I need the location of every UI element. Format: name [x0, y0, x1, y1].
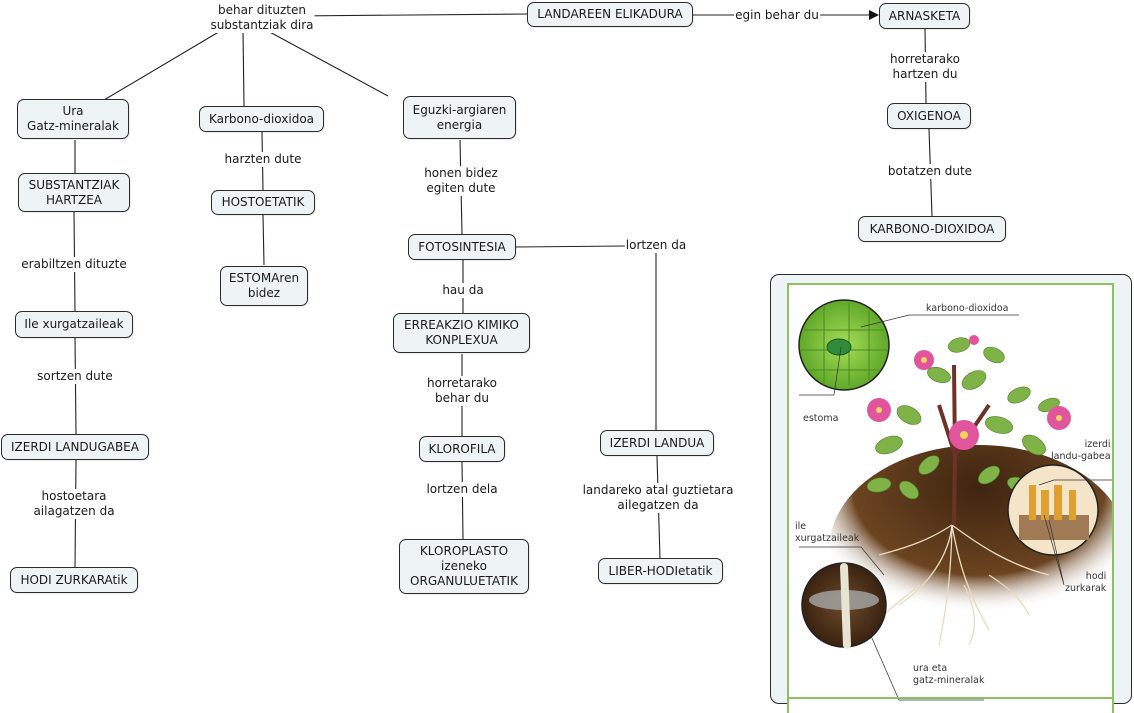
illustration-frame: karbono-dioxidoa estoma izerdi landu-gab… — [787, 283, 1114, 713]
link-line — [265, 29, 389, 97]
label-hodi-zurkarak: hodi zurkarak — [1065, 571, 1107, 594]
link-phrase-harzten-dute: harzten dute — [223, 152, 303, 167]
link-line — [242, 29, 245, 107]
link-line — [515, 245, 626, 248]
link-phrase-botatzen-dute: botatzen dute — [886, 164, 974, 179]
label-ile-xurgatzaileak: ile xurgatzaileak — [795, 521, 860, 544]
concept-fotosintesia[interactable]: FOTOSINTESIA — [408, 234, 516, 260]
link-line — [262, 214, 265, 266]
concept-substantziak-hartzea[interactable]: SUBSTANTZIAK HARTZEA — [18, 173, 130, 212]
concept-kloroplasto[interactable]: KLOROPLASTO izeneko ORGANULUETATIK — [399, 539, 529, 594]
link-line — [461, 461, 464, 540]
link-phrase-landareko: landareko atal guztietara ailegatzen da — [581, 483, 735, 513]
concept-karbono-dioxidoa[interactable]: Karbono-dioxidoa — [199, 106, 324, 132]
link-phrase-horretarako-hartzen: horretarako hartzen du — [889, 52, 961, 82]
link-phrase-honen-bidez: honen bidez egiten dute — [423, 166, 499, 196]
label-ura-eta-gatz: ura eta gatz-mineralak — [913, 663, 985, 686]
concept-ile-xurgatzaileak[interactable]: Ile xurgatzaileak — [15, 311, 133, 338]
concept-oxigenoa[interactable]: OXIGENOA — [887, 103, 971, 129]
xylem-zoom — [1007, 464, 1099, 556]
concept-karbono-dioxidoa-upper[interactable]: KARBONO-DIOXIDOA — [858, 216, 1006, 242]
link-phrase-horretarako-behar: horretarako behar du — [426, 376, 498, 406]
concept-hostoetatik[interactable]: HOSTOETATIK — [211, 190, 315, 215]
concept-klorofila[interactable]: KLOROFILA — [419, 436, 505, 462]
link-phrase-sortzen-dute: sortzen dute — [36, 369, 114, 384]
concept-liber-hodietatik[interactable]: LIBER-HODIetatik — [598, 558, 723, 584]
label-izerdi-landugabea: izerdi landu-gabea — [1051, 439, 1111, 462]
link-line — [74, 336, 77, 435]
plant-illustration-panel[interactable]: karbono-dioxidoa estoma izerdi landu-gab… — [770, 274, 1132, 713]
concept-estomaren-bidez[interactable]: ESTOMAren bidez — [220, 266, 308, 306]
link-line — [103, 29, 223, 101]
link-phrase-lortzen-da: lortzen da — [624, 238, 688, 253]
concept-landareen-elikadura[interactable]: LANDAREEN ELIKADURA — [527, 2, 693, 27]
concept-ura-gatz-mineralak[interactable]: Ura Gatz-mineralak — [17, 99, 129, 139]
link-phrase-behar-dituzten: behar dituzten substantziak dira — [209, 3, 315, 33]
concept-erreakzio-kimiko[interactable]: ERREAKZIO KIMIKO KONPLEXUA — [393, 313, 530, 353]
concept-eguzki-argiaren-energia[interactable]: Eguzki-argiaren energia — [403, 96, 516, 139]
flowers — [867, 335, 1071, 450]
concept-izerdi-landua[interactable]: IZERDI LANDUA — [600, 430, 714, 456]
label-karbono-dioxidoa: karbono-dioxidoa — [926, 303, 1009, 314]
link-phrase-hau-da: hau da — [441, 283, 485, 298]
link-phrase-erabiltzen: erabiltzen dituzte — [20, 257, 128, 272]
label-estoma: estoma — [803, 413, 839, 424]
link-phrase-lortzen-dela: lortzen dela — [425, 482, 499, 497]
link-phrase-egin-behar-du: egin behar du — [734, 8, 820, 23]
concept-arnasketa[interactable]: ARNASKETA — [879, 3, 970, 29]
roots — [878, 524, 1050, 646]
illustration-frame-bottom — [787, 697, 1114, 699]
link-phrase-hostoetara: hostoetara ailagatzen da — [32, 489, 116, 519]
link-line — [291, 13, 529, 17]
concept-izerdi-landugabea[interactable]: IZERDI LANDUGABEA — [1, 434, 149, 460]
concept-hodi-zurkaratik[interactable]: HODI ZURKARAtik — [10, 567, 138, 593]
plant-illustration — [798, 299, 1112, 701]
